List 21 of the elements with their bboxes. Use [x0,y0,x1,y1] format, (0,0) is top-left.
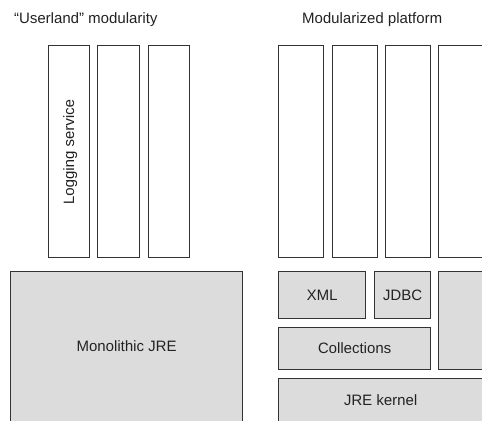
column-box [148,45,190,258]
column-box [438,45,482,258]
box-label: Monolithic JRE [76,338,177,355]
box-label: JRE kernel [344,392,418,408]
column-box [48,45,90,258]
box-label: XML [306,286,338,304]
column-box [278,45,324,258]
module-box [10,271,243,421]
column-box [332,45,378,258]
module-box [278,378,482,421]
column-box [97,45,140,258]
section-heading: Modularized platform [302,10,442,27]
module-box [438,271,482,370]
module-box [278,271,366,319]
module-box [278,327,431,370]
box-label: JDBC [382,286,422,304]
box-label: Collections [318,340,392,357]
section-heading: “Userland” modularity [14,10,158,27]
column-box [385,45,431,258]
module-box [374,271,431,319]
box-label: Logging service [60,98,78,204]
